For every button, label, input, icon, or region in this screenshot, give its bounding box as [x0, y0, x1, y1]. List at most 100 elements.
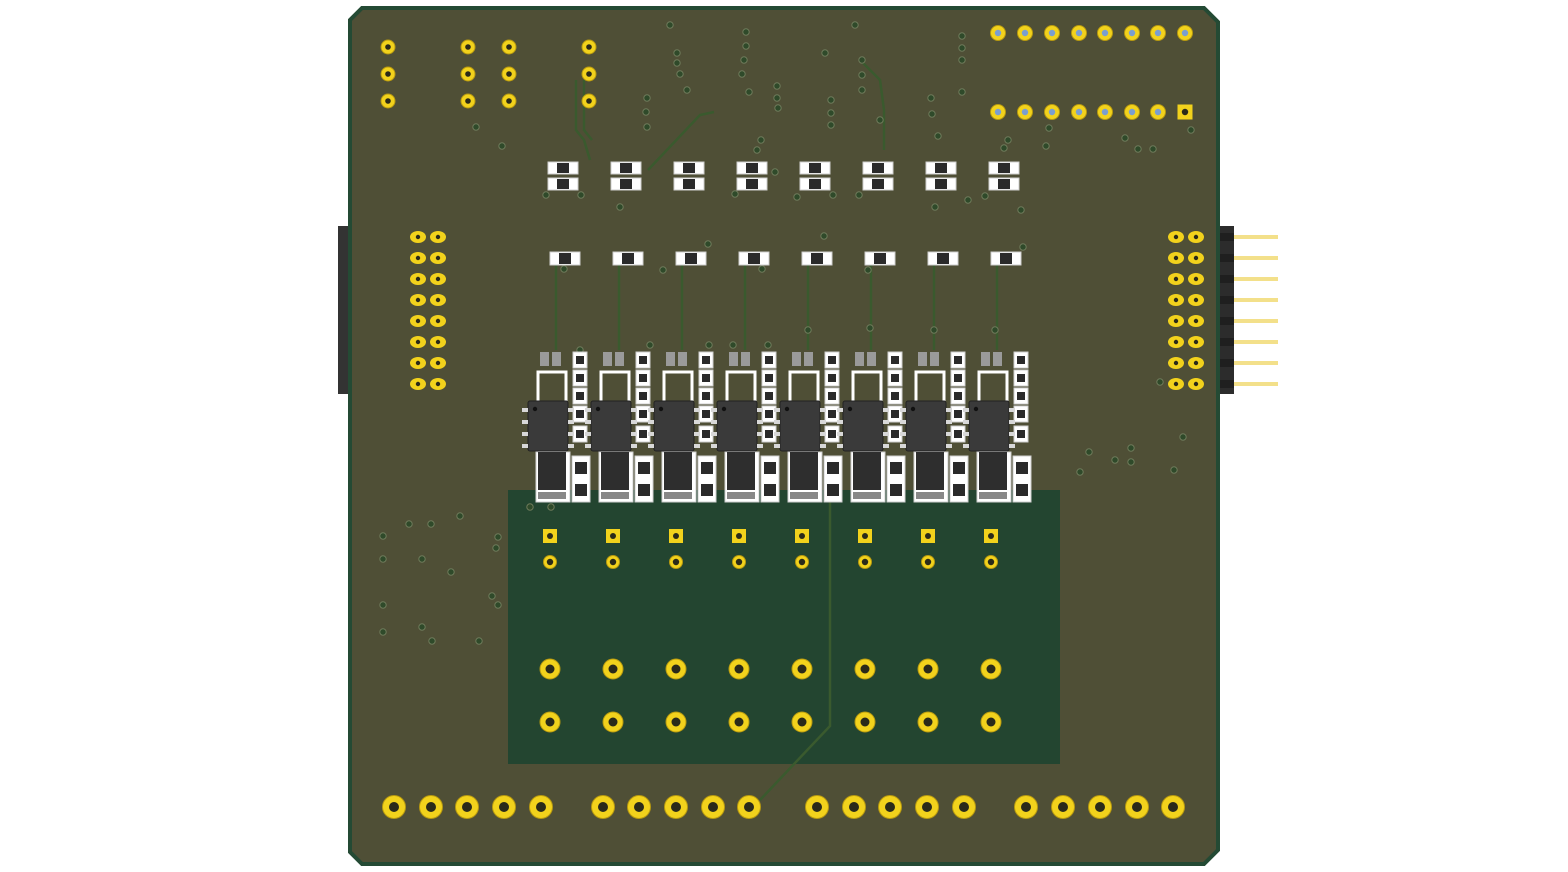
- header-pad: [1097, 25, 1113, 41]
- via: [876, 116, 884, 124]
- channel-pad: [669, 555, 683, 569]
- header-body: [1218, 254, 1234, 262]
- via: [804, 326, 812, 334]
- side-pad: [410, 378, 426, 390]
- bottom-terminal-pad: [1088, 795, 1112, 819]
- via: [771, 168, 779, 176]
- via: [1042, 142, 1050, 150]
- via: [742, 28, 750, 36]
- channel-parts: [585, 161, 654, 503]
- side-pad: [410, 273, 426, 285]
- channel-traces: [554, 265, 999, 350]
- via: [1127, 444, 1135, 452]
- via: [829, 191, 837, 199]
- via: [793, 193, 801, 201]
- via: [864, 266, 872, 274]
- terminal-pad: [980, 711, 1002, 733]
- side-pad: [1188, 273, 1204, 285]
- header-body: [1218, 296, 1234, 304]
- header-pad: [1044, 104, 1060, 120]
- header-pin: [1234, 319, 1278, 323]
- header-pad: [990, 104, 1006, 120]
- side-pad: [1168, 378, 1184, 390]
- pin-pad: [581, 93, 597, 109]
- via: [958, 32, 966, 40]
- header-pad: [1177, 25, 1193, 41]
- via: [577, 191, 585, 199]
- channel-square-pad: [921, 529, 935, 543]
- header-pin: [1234, 298, 1278, 302]
- channel-pad: [795, 555, 809, 569]
- via: [683, 86, 691, 94]
- via: [1134, 145, 1142, 153]
- via: [488, 592, 496, 600]
- header-pad: [1097, 104, 1113, 120]
- channel-square-pad: [984, 529, 998, 543]
- via: [1019, 243, 1027, 251]
- side-pad: [1188, 294, 1204, 306]
- via: [1017, 206, 1025, 214]
- via: [1179, 433, 1187, 441]
- via: [740, 56, 748, 64]
- header-pin: [1234, 235, 1278, 239]
- side-pad: [1188, 378, 1204, 390]
- via: [492, 544, 500, 552]
- via: [858, 71, 866, 79]
- pin-pad: [460, 93, 476, 109]
- via: [1004, 136, 1012, 144]
- header-pad: [1017, 25, 1033, 41]
- pin-pad: [380, 66, 396, 82]
- via: [964, 196, 972, 204]
- bottom-terminal-pad: [591, 795, 615, 819]
- header-body: [1218, 338, 1234, 346]
- terminal-pad: [791, 711, 813, 733]
- via: [475, 637, 483, 645]
- via: [704, 240, 712, 248]
- via: [858, 86, 866, 94]
- via: [676, 70, 684, 78]
- channel-parts: [837, 161, 906, 503]
- side-pad: [1168, 273, 1184, 285]
- via: [659, 266, 667, 274]
- via: [418, 555, 426, 563]
- via: [1170, 466, 1178, 474]
- channel-square-pad: [543, 529, 557, 543]
- side-pad: [1188, 315, 1204, 327]
- via: [547, 503, 555, 511]
- pin-pad: [380, 39, 396, 55]
- terminal-pad: [980, 658, 1002, 680]
- smd-components: [522, 161, 1032, 503]
- side-pad: [430, 378, 446, 390]
- terminal-pad: [602, 658, 624, 680]
- via: [821, 49, 829, 57]
- via: [705, 341, 713, 349]
- side-pad: [1168, 315, 1184, 327]
- via: [418, 623, 426, 631]
- pin-pad: [460, 39, 476, 55]
- terminal-pad: [665, 711, 687, 733]
- via: [927, 94, 935, 102]
- via: [1111, 456, 1119, 464]
- side-pad: [1168, 336, 1184, 348]
- via: [379, 601, 387, 609]
- via: [673, 59, 681, 67]
- side-pad: [430, 252, 446, 264]
- terminal-pad: [917, 711, 939, 733]
- header-pad: [1071, 104, 1087, 120]
- via: [820, 232, 828, 240]
- header-pad: [1044, 25, 1060, 41]
- via: [981, 192, 989, 200]
- via: [827, 121, 835, 129]
- terminal-pad: [602, 711, 624, 733]
- via: [866, 324, 874, 332]
- via: [764, 341, 772, 349]
- bottom-terminal-pad: [419, 795, 443, 819]
- via: [447, 568, 455, 576]
- side-pad: [410, 357, 426, 369]
- via: [753, 146, 761, 154]
- via: [758, 265, 766, 273]
- via: [738, 70, 746, 78]
- header-pin: [1234, 256, 1278, 260]
- header-pins: [1218, 233, 1278, 388]
